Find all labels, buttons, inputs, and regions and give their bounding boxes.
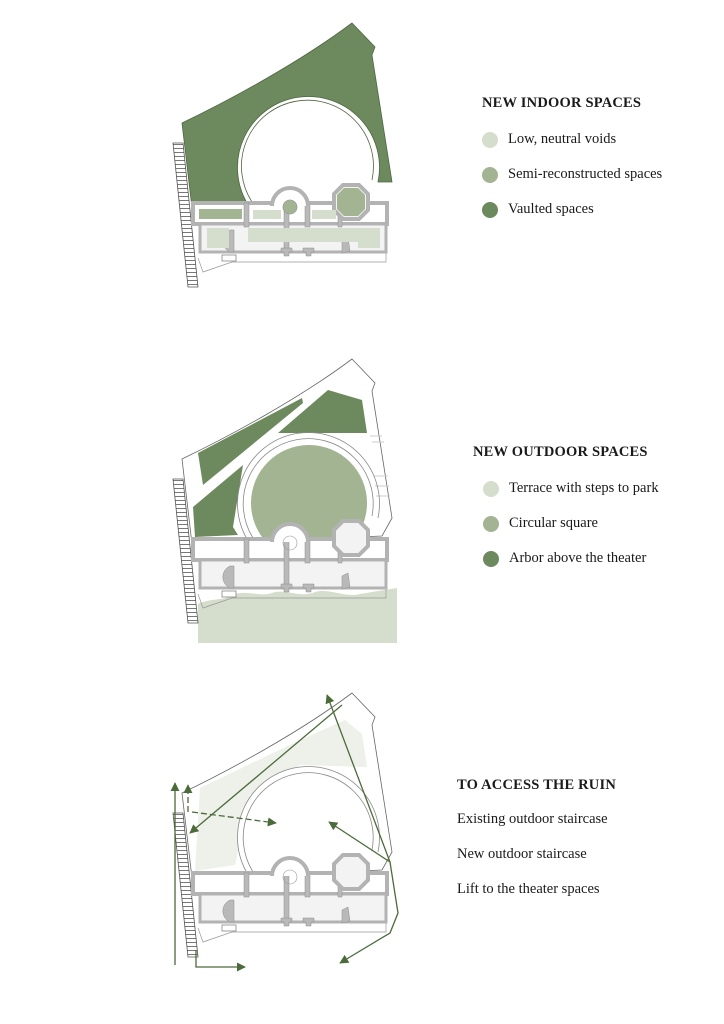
arbor-strip: [278, 390, 367, 433]
legend-item-existing-staircase: Existing outdoor staircase: [457, 811, 608, 827]
legend-item-new-staircase: New outdoor staircase: [457, 846, 587, 862]
apse-dome: [270, 522, 310, 543]
lift: [221, 590, 237, 598]
arbor-strip: [198, 398, 303, 485]
legend-item-arbor: Arbor above the theater: [482, 541, 659, 576]
outdoor-spaces-plan: [172, 358, 397, 643]
semi-reconstructed-room: [199, 209, 242, 219]
vaulted-spaces-area: [181, 22, 393, 209]
legend-title: NEW INDOOR SPACES: [482, 95, 642, 111]
legend-item-vaulted: Vaulted spaces: [482, 192, 662, 227]
new-staircase-arrow: [191, 811, 277, 827]
ruin-floor-plan: [172, 478, 389, 624]
exterior-staircase: [172, 812, 199, 958]
access-plan: [170, 692, 399, 972]
octagonal-tower: [332, 853, 370, 891]
semi-reconstructed-dome: [282, 199, 298, 215]
diagonal-access-arrow: [189, 704, 343, 834]
theater-arc-line: [241, 99, 374, 203]
existing-staircase-arrow: [195, 950, 246, 972]
legend-item-semi-reconstructed: Semi-reconstructed spaces: [482, 157, 662, 192]
terrace-with-steps: [198, 588, 397, 643]
legend-outdoor-spaces: NEW OUTDOOR SPACES Terrace with steps to…: [473, 444, 659, 576]
access-arrows: [170, 694, 399, 972]
lift: [221, 924, 237, 932]
apse-circle: [282, 535, 298, 551]
exterior-staircase: [172, 142, 199, 288]
legend-item-lift: Lift to the theater spaces: [457, 881, 600, 897]
legend-title: TO ACCESS THE RUIN: [457, 777, 616, 793]
swatch-icon: [482, 166, 498, 183]
apse-dome: [270, 856, 310, 877]
swatch-icon: [483, 480, 499, 497]
legend-item-terrace: Terrace with steps to park: [482, 471, 659, 506]
lift-branch-arrow: [328, 821, 391, 863]
lift: [221, 254, 237, 262]
swatch-icon: [482, 201, 498, 218]
swatch-icon: [483, 550, 499, 567]
exterior-staircase: [172, 478, 199, 624]
theater-ring: [237, 432, 380, 540]
octagonal-tower: [332, 519, 370, 557]
apse-circle: [282, 869, 298, 885]
indoor-spaces-plan: [172, 22, 393, 288]
low-voids: [207, 210, 380, 248]
legend-access: TO ACCESS THE RUIN Existing outdoor stai…: [457, 777, 616, 907]
arbor-strip: [193, 465, 243, 537]
legend-title: NEW OUTDOOR SPACES: [473, 444, 648, 460]
semi-reconstructed-octagon: [337, 188, 365, 216]
legend-item-circular-square: Circular square: [482, 506, 659, 541]
legend-item-low-voids: Low, neutral voids: [482, 122, 662, 157]
legend-indoor-spaces: NEW INDOOR SPACES Low, neutral voids Sem…: [482, 95, 662, 227]
apse-dome: [270, 186, 310, 207]
swatch-icon: [482, 131, 498, 148]
lift-path-arrow: [325, 694, 399, 964]
swatch-icon: [483, 515, 499, 532]
